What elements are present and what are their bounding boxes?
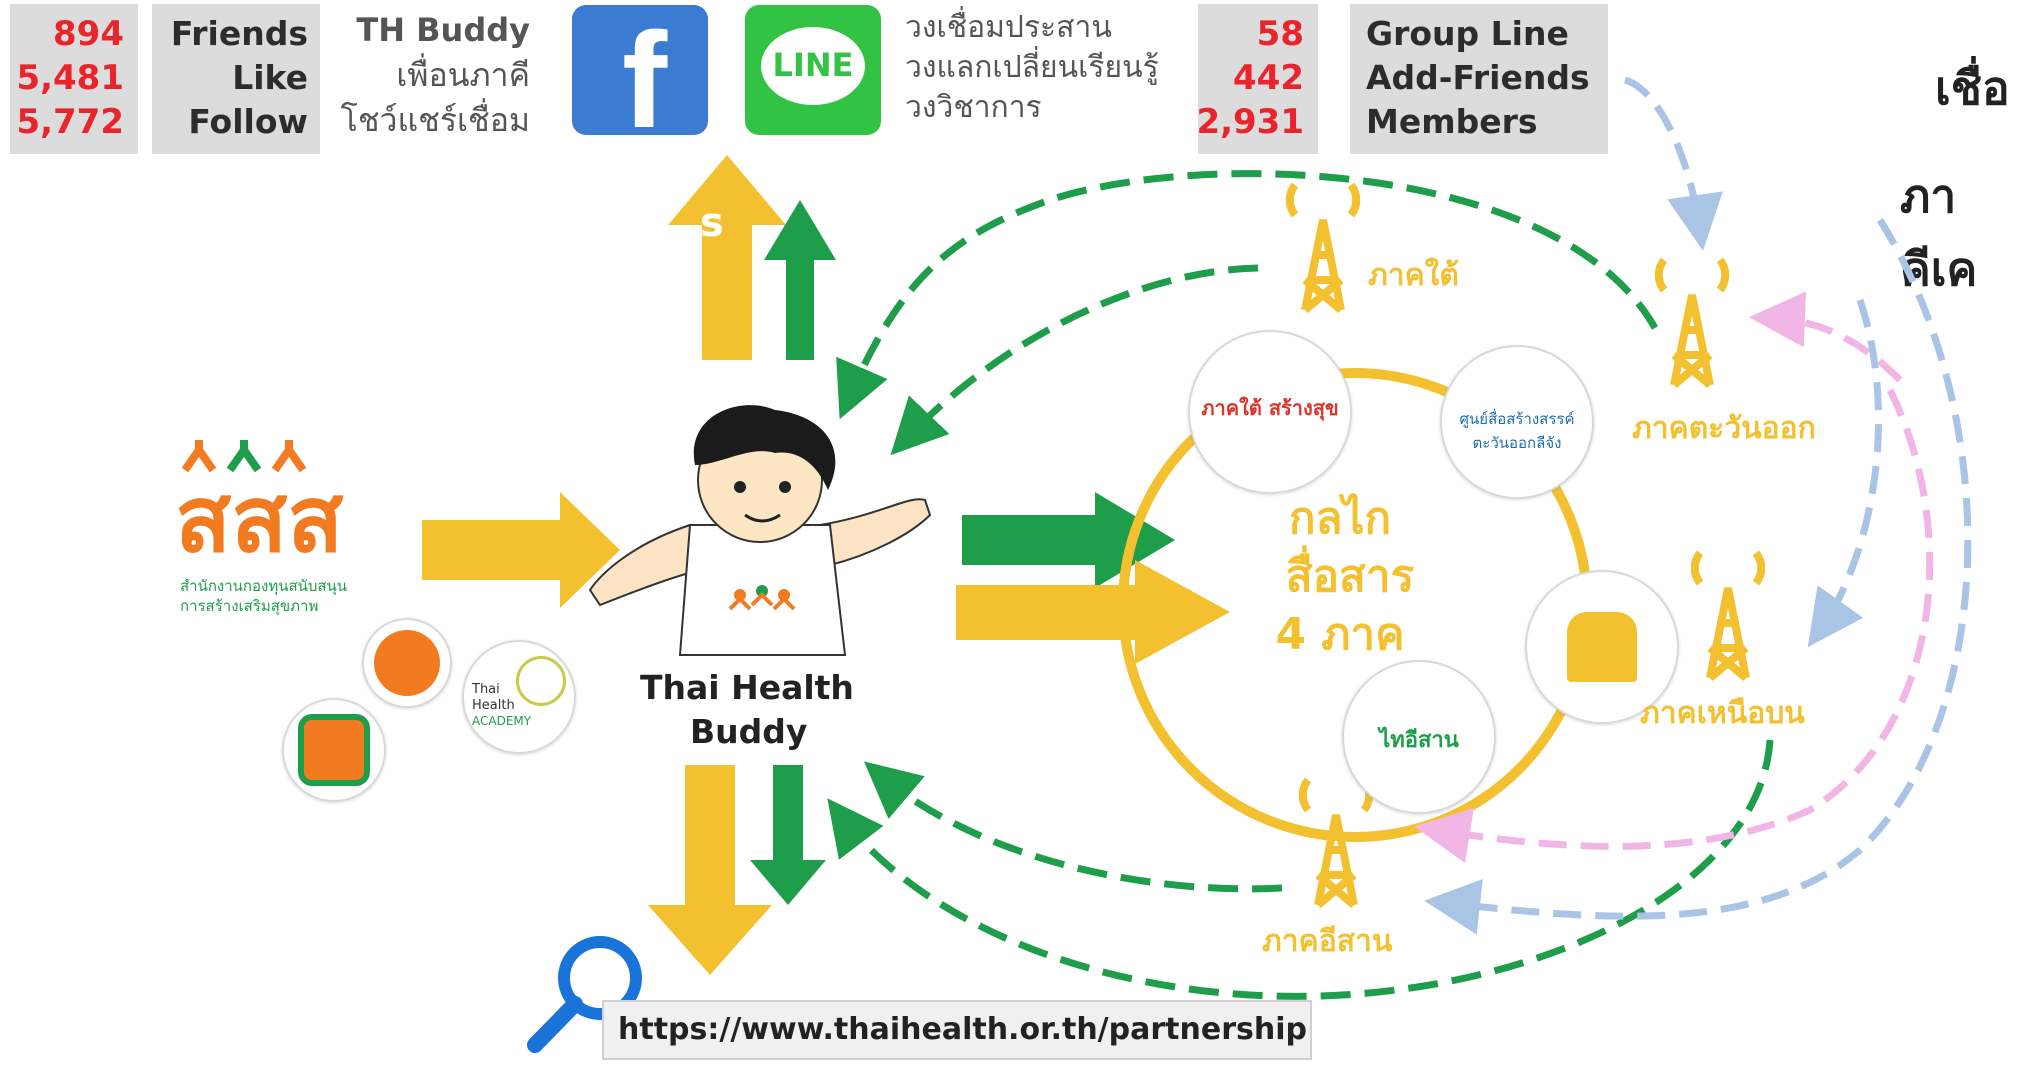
- green-curve-top-outer: [836, 170, 1659, 420]
- line-logo-text: LINE: [772, 46, 854, 84]
- sss-figures-icon: [181, 440, 307, 473]
- region-south-label: ภาคใต้: [1368, 258, 1459, 293]
- partner-logo-health: [282, 698, 386, 802]
- north-region-logo: [1525, 570, 1679, 724]
- line-stats-box: 58 442 2,931: [1196, 4, 1318, 154]
- add-friends-count: 442: [1233, 58, 1304, 98]
- up-arrow-green: [764, 200, 836, 360]
- up-arrow-yellow: [668, 155, 786, 360]
- center-mechanism-line2: สื่อสาร: [1285, 551, 1415, 602]
- partnership-url[interactable]: https://www.thaihealth.or.th/partnership: [602, 1000, 1312, 1060]
- facebook-f-glyph: f: [622, 4, 668, 156]
- isan-logo-text: ไทอีสาน: [1379, 728, 1459, 753]
- fb-caption-2: เพื่อนภาคี: [396, 56, 530, 94]
- center-mechanism-line1: กลไก: [1288, 493, 1392, 544]
- tower-east-icon: [1654, 257, 1730, 389]
- group-line-label: Group Line: [1366, 14, 1569, 53]
- cut-letter-s: s: [700, 200, 724, 246]
- fb-caption-1: TH Buddy: [356, 11, 530, 49]
- line-bubble: [761, 27, 865, 105]
- fb-caption-3: โชว์แชร์เชื่อม: [340, 101, 530, 139]
- region-east-label: ภาคตะวันออก: [1632, 411, 1816, 446]
- green-curve-bottom-inner: [863, 761, 1283, 893]
- tower-isan-icon: [1298, 777, 1374, 909]
- follow-count: 5,772: [16, 102, 124, 142]
- buddy-character: [588, 405, 932, 656]
- partner-logo-orange-mark: [374, 630, 440, 696]
- blue-curve-top: [1623, 76, 1723, 251]
- south-region-logo: ภาคใต้ สร้างสุข: [1188, 330, 1352, 494]
- friends-count: 894: [53, 14, 124, 54]
- down-arrow-green: [750, 765, 826, 905]
- facebook-labels-box: Friends Like Follow: [152, 4, 320, 154]
- down-arrow-yellow: [648, 765, 772, 975]
- east-logo-text: ศูนย์สื่อสร้างสรรค์ ตะวันออกลีจัง: [1459, 410, 1575, 452]
- sss-logo: สสส: [175, 466, 344, 573]
- group-line-count: 58: [1256, 14, 1304, 54]
- pink-curve-right: [1414, 388, 1934, 864]
- line-labels-box: Group Line Add-Friends Members: [1350, 4, 1608, 154]
- friends-label: Friends: [170, 14, 308, 53]
- region-isan-label: ภาคอีสาน: [1262, 924, 1393, 959]
- members-label: Members: [1366, 102, 1538, 141]
- line-icon[interactable]: LINE: [745, 5, 881, 135]
- center-mechanism-line3: 4 ภาค: [1275, 609, 1405, 660]
- follow-label: Follow: [188, 102, 308, 141]
- sss-caption-2: การสร้างเสริมสุขภาพ: [180, 597, 319, 615]
- tower-south-icon: [1285, 182, 1361, 314]
- members-count: 2,931: [1196, 102, 1304, 142]
- sss-caption-1: สำนักงานกองทุนสนับสนุน: [180, 577, 348, 595]
- search-icon: [527, 936, 642, 1053]
- tower-north-icon: [1690, 550, 1766, 682]
- facebook-stats-box: 894 5,481 5,772: [10, 4, 138, 154]
- academy-text-2: Health: [472, 698, 515, 713]
- right-arrow-yellow: [956, 560, 1230, 664]
- academy-text-1: Thai: [472, 682, 500, 697]
- partner-logo-orange: [362, 618, 452, 708]
- academy-network-icon: [516, 656, 566, 706]
- east-region-logo: ศูนย์สื่อสร้างสรรค์ ตะวันออกลีจัง: [1440, 345, 1594, 499]
- isan-region-logo: ไทอีสาน: [1342, 660, 1496, 814]
- pink-curve-top: [1749, 291, 1903, 383]
- arrow-from-sss: [422, 492, 620, 608]
- south-logo-text: ภาคใต้ สร้างสุข: [1201, 396, 1339, 420]
- green-curve-top-inner: [890, 264, 1259, 456]
- academy-text-3: ACADEMY: [472, 714, 532, 728]
- cut-heading-1: เชื่อ: [1935, 61, 2010, 115]
- line-caption-3: วงวิชาการ: [905, 90, 1042, 125]
- blue-curve-mid: [1807, 298, 1883, 648]
- partner-logo-health-mark: [298, 714, 370, 786]
- region-north-label: ภาคเหนือบน: [1640, 696, 1805, 731]
- like-count: 5,481: [16, 58, 124, 98]
- line-caption-1: วงเชื่อมประสาน: [905, 10, 1112, 45]
- facebook-icon[interactable]: f: [572, 5, 708, 148]
- cut-heading-2: ภาคีเค: [1900, 169, 1978, 296]
- thai-health-academy-logo: Thai Health ACADEMY: [462, 640, 576, 754]
- blue-curve-right: [1424, 218, 1972, 935]
- line-caption-2: วงแลกเปลี่ยนเรียนรู้: [905, 50, 1159, 85]
- green-curve-bottom-outer: [827, 739, 1774, 1000]
- like-label: Like: [232, 58, 308, 97]
- buddy-name-line1: Thai Health: [640, 668, 854, 707]
- buddy-name-line2: Buddy: [690, 712, 808, 751]
- add-friends-label: Add-Friends: [1366, 58, 1590, 97]
- north-logo-temple: [1567, 612, 1637, 682]
